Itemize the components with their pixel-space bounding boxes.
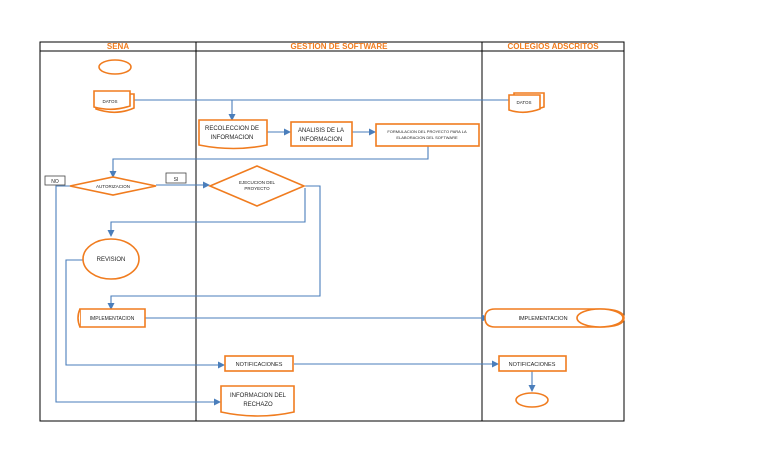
informacion-rechazo-document: INFORMACION DEL RECHAZO (220, 385, 295, 417)
notificaciones-process-gestion: NOTIFICACIONES (224, 355, 294, 372)
analisis-label-line-2: INFORMACION (300, 137, 343, 143)
branch-label-si: SI (165, 172, 187, 184)
implementacion-label-sena: IMPLEMENTACION (90, 316, 135, 322)
terminator-end (515, 392, 549, 408)
datos-label-colegios: DATOS (516, 100, 531, 105)
connector-ejecucion-to-revision (107, 188, 306, 237)
terminator-start (98, 59, 132, 75)
connector-revision-to-notificaciones (65, 259, 225, 369)
autorizacion-label: AUTORIZACION (96, 184, 130, 189)
lane-title-sena: SENA (107, 42, 129, 51)
lane-title-colegios-adscritos: COLEGIOS ADSCRITOS (507, 42, 599, 51)
recoleccion-label-line-1: RECOLECCION DE (205, 126, 259, 132)
formulacion-process: FORMULACION DEL PROYECTO PARA LA ELABORA… (375, 123, 480, 147)
rechazo-label-line-2: RECHAZO (243, 402, 273, 408)
autorizacion-decision: AUTORIZACION (69, 176, 157, 196)
implementacion-label-colegios: IMPLEMENTACION (518, 316, 567, 322)
notificaciones-label-colegios: NOTIFICACIONES (509, 362, 556, 368)
connector-autorizacion-no-to-rechazo (55, 185, 221, 406)
datos-document-colegios: DATOS (508, 92, 545, 114)
ejecucion-label-line-2: PROYECTO (244, 186, 270, 191)
flow-connectors (55, 99, 536, 406)
connector-ejecucion-to-implementacion (107, 185, 321, 310)
recoleccion-label-line-2: INFORMACION (211, 135, 254, 141)
ejecucion-label-line-1: EJECUCION DEL (239, 180, 276, 185)
analisis-label-line-1: ANALISIS DE LA (298, 128, 344, 134)
notificaciones-label-gestion: NOTIFICACIONES (236, 362, 283, 368)
analisis-process: ANALISIS DE LA INFORMACION (290, 121, 353, 147)
recoleccion-document: RECOLECCION DE INFORMACION (198, 119, 268, 150)
si-label: SI (174, 177, 179, 183)
ejecucion-decision: EJECUCION DEL PROYECTO (207, 165, 307, 207)
swimlane-frame (39, 41, 625, 422)
datos-label-sena: DATOS (102, 99, 117, 104)
datos-document-sena: DATOS (93, 90, 135, 114)
lane-title-gestion-de-software: GESTION DE SOFTWARE (291, 42, 389, 51)
notificaciones-process-colegios: NOTIFICACIONES (498, 355, 567, 372)
implementacion-storage-sena: IMPLEMENTACION (77, 308, 146, 328)
connector-formulacion-to-autorizacion (109, 146, 429, 178)
rechazo-label-line-1: INFORMACION DEL (230, 393, 287, 399)
revision-label: REVISION (97, 257, 126, 263)
no-label: NO (51, 179, 59, 185)
implementacion-storage-colegios: IMPLEMENTACION (484, 308, 625, 328)
branch-label-no: NO (44, 175, 66, 186)
formulacion-label-line-1: FORMULACION DEL PROYECTO PARA LA (387, 129, 467, 134)
revision-circle: REVISION (82, 238, 140, 280)
formulacion-label-line-2: ELABORACION DEL SOFTWARE (396, 135, 458, 140)
